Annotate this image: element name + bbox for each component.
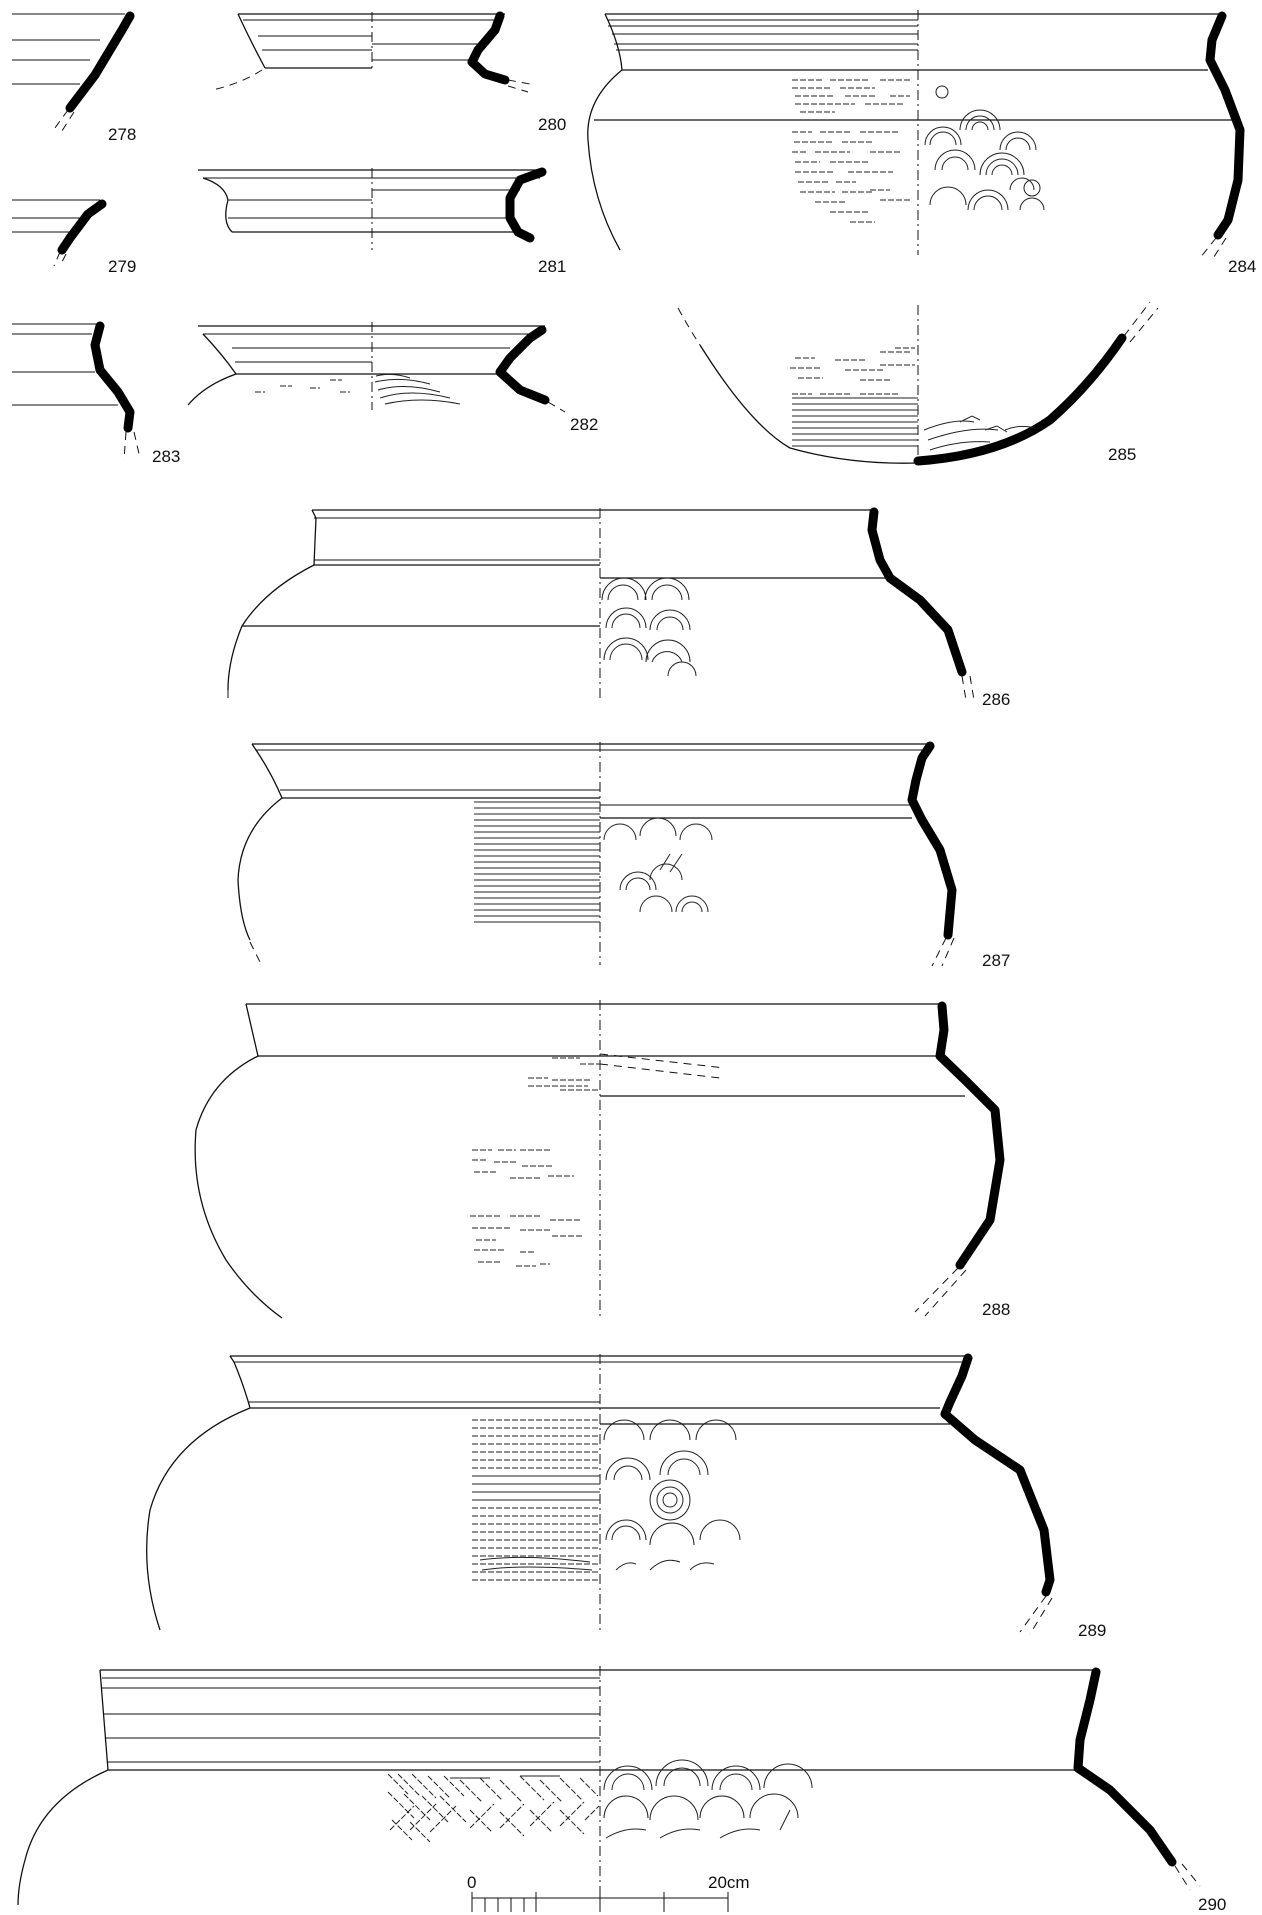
label-279: 279 bbox=[108, 257, 136, 276]
vessel-284: 284 bbox=[587, 10, 1256, 276]
vessel-286: 286 bbox=[227, 507, 1010, 709]
label-288: 288 bbox=[982, 1300, 1010, 1319]
scale-start-label: 0 bbox=[467, 1873, 476, 1892]
vessel-285: 285 bbox=[677, 301, 1159, 466]
vessel-288: 288 bbox=[194, 1000, 1010, 1320]
vessel-289: 289 bbox=[146, 1353, 1106, 1640]
vessel-282: 282 bbox=[187, 322, 598, 434]
scale-end-label: 20cm bbox=[708, 1873, 750, 1892]
vessel-280: 280 bbox=[211, 11, 566, 134]
vessel-283: 283 bbox=[12, 321, 180, 466]
label-280: 280 bbox=[538, 115, 566, 134]
vessel-278: 278 bbox=[12, 11, 136, 144]
label-286: 286 bbox=[982, 690, 1010, 709]
label-284: 284 bbox=[1228, 257, 1256, 276]
vessel-287: 287 bbox=[237, 741, 1010, 970]
label-289: 289 bbox=[1078, 1621, 1106, 1640]
label-281: 281 bbox=[538, 257, 566, 276]
label-282: 282 bbox=[570, 415, 598, 434]
vessel-281: 281 bbox=[198, 167, 566, 276]
label-285: 285 bbox=[1108, 445, 1136, 464]
label-278: 278 bbox=[108, 125, 136, 144]
vessel-290: 290 bbox=[17, 1666, 1226, 1914]
label-283: 283 bbox=[152, 447, 180, 466]
scale-bar: 0 20cm bbox=[467, 1873, 750, 1912]
label-287: 287 bbox=[982, 951, 1010, 970]
texture-fine-lines bbox=[474, 801, 600, 923]
label-290: 290 bbox=[1198, 1895, 1226, 1914]
vessel-279: 279 bbox=[12, 199, 136, 276]
